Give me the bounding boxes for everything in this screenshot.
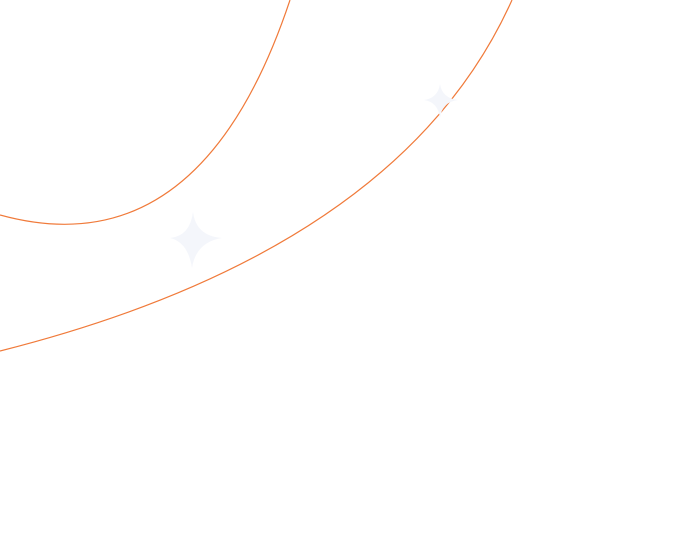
upper-arc <box>0 0 291 225</box>
sparkle-large-icon <box>170 212 222 268</box>
lower-arc <box>0 0 513 352</box>
sparkle-small-icon <box>424 84 458 118</box>
